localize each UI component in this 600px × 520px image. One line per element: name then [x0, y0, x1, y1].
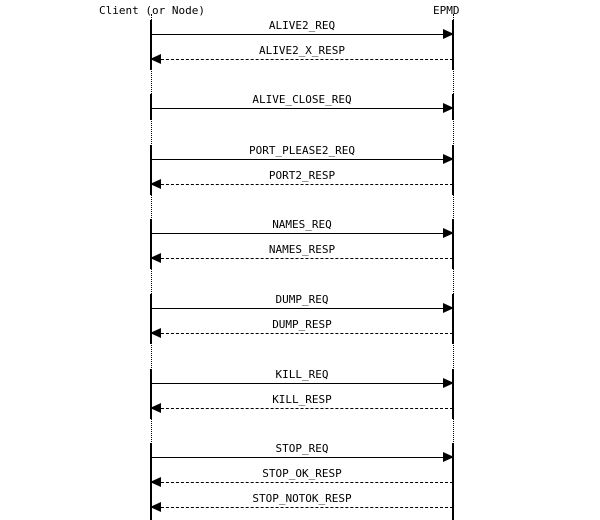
arrowhead-left-icon: [150, 477, 161, 487]
activation-bar-client-0: [150, 20, 152, 70]
arrowhead-left-icon: [150, 179, 161, 189]
arrowhead-left-icon: [150, 502, 161, 512]
activation-bar-epmd-4: [452, 294, 454, 344]
message-line: [151, 507, 453, 508]
arrowhead-left-icon: [150, 54, 161, 64]
message-label: STOP_REQ: [275, 442, 329, 455]
arrowhead-right-icon: [443, 452, 454, 462]
message-label: PORT2_RESP: [268, 169, 336, 182]
activation-bar-client-4: [150, 294, 152, 344]
message-line: [151, 408, 453, 409]
arrowhead-left-icon: [150, 253, 161, 263]
activation-bar-epmd-6: [452, 443, 454, 520]
activation-bar-epmd-2: [452, 145, 454, 195]
message-line: [151, 258, 453, 259]
message-label: STOP_NOTOK_RESP: [252, 492, 352, 505]
message-label: ALIVE2_REQ: [268, 19, 336, 32]
message-line: [151, 482, 453, 483]
message-label: NAMES_REQ: [272, 218, 332, 231]
message-label: NAMES_RESP: [268, 243, 336, 256]
activation-bar-epmd-3: [452, 219, 454, 269]
arrowhead-left-icon: [150, 403, 161, 413]
participant-label-epmd: EPMD: [433, 4, 460, 17]
message-label: PORT_PLEASE2_REQ: [249, 144, 355, 157]
message-label: ALIVE_CLOSE_REQ: [252, 93, 352, 106]
activation-bar-client-5: [150, 369, 152, 419]
arrowhead-right-icon: [443, 303, 454, 313]
activation-bar-client-1: [150, 94, 152, 120]
activation-bar-client-2: [150, 145, 152, 195]
message-label: ALIVE2_X_RESP: [258, 44, 346, 57]
message-line: [151, 34, 453, 35]
arrowhead-right-icon: [443, 29, 454, 39]
message-line: [151, 383, 453, 384]
message-label: KILL_RESP: [272, 393, 332, 406]
arrowhead-left-icon: [150, 328, 161, 338]
message-line: [151, 59, 453, 60]
activation-bar-epmd-5: [452, 369, 454, 419]
message-label: DUMP_RESP: [272, 318, 332, 331]
message-line: [151, 159, 453, 160]
message-label: KILL_REQ: [275, 368, 329, 381]
message-label: STOP_OK_RESP: [262, 467, 342, 480]
participant-label-client: Client (or Node): [99, 4, 205, 17]
activation-bar-epmd-0: [452, 20, 454, 70]
message-line: [151, 308, 453, 309]
message-line: [151, 233, 453, 234]
message-label: DUMP_REQ: [275, 293, 329, 306]
arrowhead-right-icon: [443, 103, 454, 113]
message-line: [151, 457, 453, 458]
arrowhead-right-icon: [443, 378, 454, 388]
message-line: [151, 184, 453, 185]
message-line: [151, 108, 453, 109]
arrowhead-right-icon: [443, 154, 454, 164]
arrowhead-right-icon: [443, 228, 454, 238]
activation-bar-client-3: [150, 219, 152, 269]
message-line: [151, 333, 453, 334]
